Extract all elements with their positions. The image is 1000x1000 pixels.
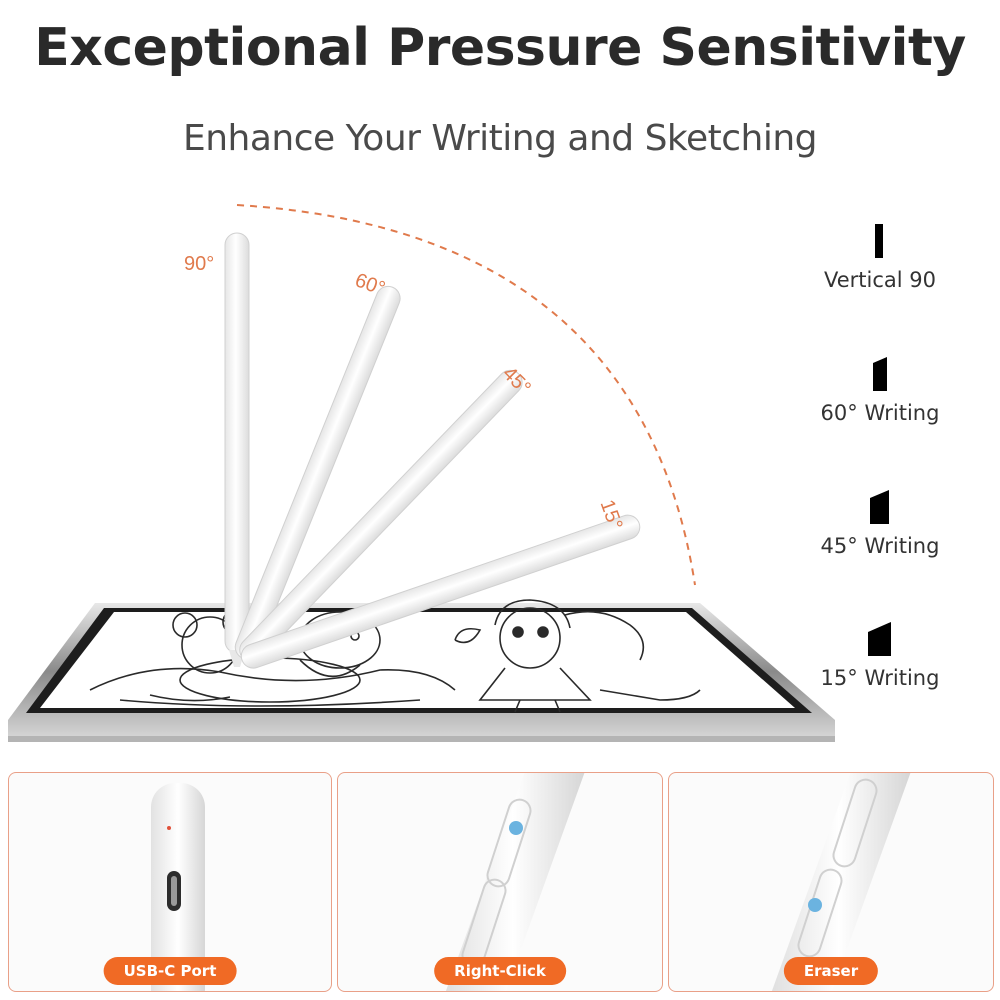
usb-c-port-label: USB-C Port bbox=[103, 957, 237, 985]
legend-label: 60° Writing bbox=[820, 401, 940, 425]
stylus-90 bbox=[224, 232, 250, 667]
tip-60-icon bbox=[873, 357, 887, 391]
girl-drawing bbox=[454, 599, 701, 713]
eraser-button-image bbox=[771, 773, 911, 991]
tip-vertical-icon bbox=[875, 224, 883, 258]
usb-c-port-image bbox=[151, 783, 205, 991]
tip-45-icon bbox=[870, 490, 889, 524]
angle-arc bbox=[236, 204, 696, 586]
legend-label: Vertical 90 bbox=[823, 268, 936, 292]
indicator-led-icon bbox=[167, 826, 171, 830]
eraser-button-icon bbox=[808, 898, 822, 912]
tablet bbox=[8, 603, 835, 742]
feature-panel-eraser: Eraser bbox=[668, 772, 994, 992]
stylus-15 bbox=[240, 514, 641, 669]
legend-vertical-90: Vertical 90 bbox=[810, 222, 950, 292]
legend-label: 45° Writing bbox=[820, 534, 940, 558]
right-click-button-icon bbox=[509, 821, 523, 835]
legend-15-writing: 15° Writing bbox=[810, 620, 950, 690]
angle-label-90: 90° bbox=[184, 253, 214, 275]
legend-label: 15° Writing bbox=[820, 666, 940, 690]
eraser-label: Eraser bbox=[783, 957, 879, 985]
page-subtitle: Enhance Your Writing and Sketching bbox=[182, 118, 818, 159]
feature-panel-usb-c: USB-C Port bbox=[8, 772, 332, 992]
feature-panel-right-click: Right-Click bbox=[337, 772, 663, 992]
page-title: Exceptional Pressure Sensitivity bbox=[34, 18, 966, 78]
legend-60-writing: 60° Writing bbox=[810, 355, 950, 425]
right-click-label: Right-Click bbox=[434, 957, 566, 985]
stylus-angle-illustration: 90° 60° 45° 15° bbox=[8, 204, 835, 742]
legend-45-writing: 45° Writing bbox=[810, 488, 950, 558]
tip-15-icon bbox=[868, 622, 891, 656]
